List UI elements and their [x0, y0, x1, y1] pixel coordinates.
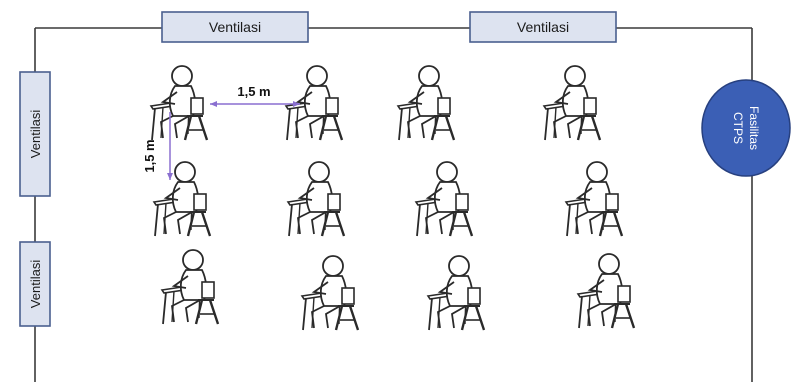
student-at-desk-icon [564, 160, 624, 238]
student-at-desk-icon [286, 160, 346, 238]
student-at-desk-icon [396, 64, 456, 142]
ventilation-left-2: Ventilasi [19, 241, 51, 327]
distance-horizontal-label: 1,5 m [237, 84, 270, 99]
ventilation-label: Ventilasi [28, 110, 43, 159]
distance-vertical-arrow [167, 112, 173, 180]
student-at-desk-icon [414, 160, 474, 238]
student-at-desk-icon [149, 64, 209, 142]
ctps-facility: Fasilitas CTPS [701, 79, 791, 177]
student-at-desk-icon [152, 160, 212, 238]
ventilation-left-1: Ventilasi [19, 71, 51, 197]
ventilation-top-2: Ventilasi [469, 11, 617, 43]
ctps-label-line2: CTPS [731, 112, 745, 144]
student-at-desk-icon [542, 64, 602, 142]
student-at-desk-icon [576, 252, 636, 330]
ventilation-top-1: Ventilasi [161, 11, 309, 43]
students-grid [149, 64, 636, 332]
distance-horizontal-arrow [210, 101, 300, 107]
room-walls [34, 27, 753, 382]
student-at-desk-icon [300, 254, 360, 332]
student-at-desk-icon [426, 254, 486, 332]
student-at-desk-icon [160, 248, 220, 326]
ctps-label-line1: Fasilitas [747, 106, 761, 150]
ventilation-label: Ventilasi [517, 19, 569, 35]
ventilation-label: Ventilasi [209, 19, 261, 35]
distance-vertical-label: 1,5 m [142, 139, 157, 172]
ventilation-label: Ventilasi [28, 260, 43, 309]
